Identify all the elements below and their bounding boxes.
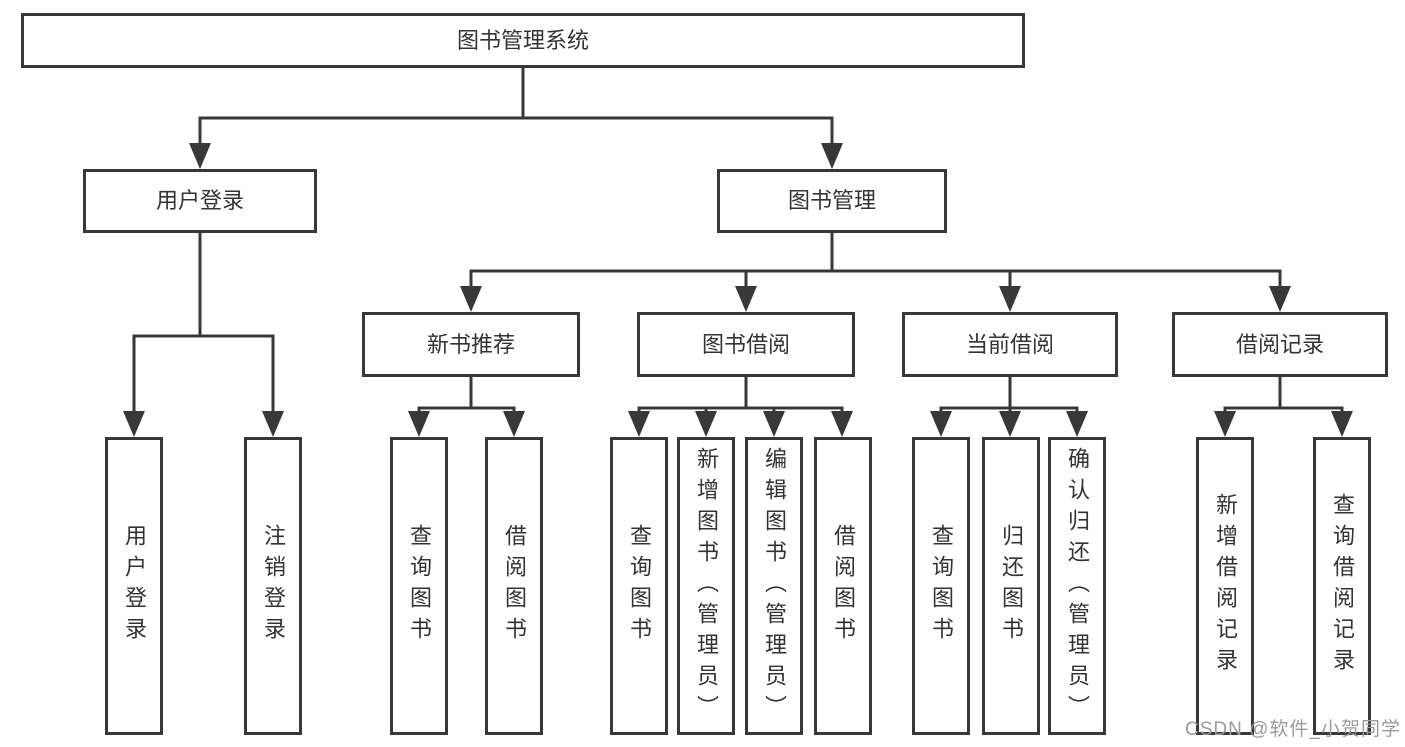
leaf-edit-books-admin: 编辑图书（管理员） xyxy=(745,437,803,735)
node-label: 新书推荐 xyxy=(426,331,515,357)
leaf-query-borrow-record: 查询借阅记录 xyxy=(1313,437,1371,735)
node-label: 当前借阅 xyxy=(965,331,1054,357)
leaf-borrow-books: 借阅图书 xyxy=(814,437,872,735)
node-label: 借阅图书 xyxy=(502,524,527,648)
node-label: 查询借阅记录 xyxy=(1330,493,1355,679)
node-book-management: 图书管理 xyxy=(717,169,947,233)
node-user-login: 用户登录 xyxy=(83,169,317,233)
leaf-add-books-admin: 新增图书（管理员） xyxy=(677,437,735,735)
node-label: 用户登录 xyxy=(155,188,244,213)
leaf-query-books-borrow: 查询图书 xyxy=(610,437,668,735)
leaf-add-borrow-record: 新增借阅记录 xyxy=(1196,437,1254,735)
node-label: 查询图书 xyxy=(407,524,432,648)
node-label: 图书管理 xyxy=(787,188,876,213)
leaf-confirm-return-admin: 确认归还（管理员） xyxy=(1048,437,1106,735)
leaf-user-login: 用户登录 xyxy=(105,437,163,735)
node-label: 确认归还（管理员） xyxy=(1065,446,1090,726)
node-library-management-system: 图书管理系统 xyxy=(21,13,1025,68)
leaf-logout: 注销登录 xyxy=(244,437,302,735)
node-label: 注销登录 xyxy=(261,524,286,648)
node-borrowing-records: 借阅记录 xyxy=(1172,312,1388,377)
node-label: 查询图书 xyxy=(929,524,954,648)
watermark: CSDN @软件_小贺同学 xyxy=(1185,719,1401,740)
node-book-borrowing: 图书借阅 xyxy=(637,312,855,377)
node-current-borrowing: 当前借阅 xyxy=(902,312,1118,377)
leaf-borrow-books-recommend: 借阅图书 xyxy=(485,437,543,735)
node-label: 新增借阅记录 xyxy=(1213,493,1238,679)
node-label: 归还图书 xyxy=(999,524,1024,648)
node-label: 新增图书（管理员） xyxy=(694,446,719,726)
node-label: 借阅记录 xyxy=(1235,331,1324,357)
leaf-query-books-current: 查询图书 xyxy=(912,437,970,735)
node-label: 编辑图书（管理员） xyxy=(762,446,787,726)
node-label: 借阅图书 xyxy=(831,524,856,648)
node-label: 用户登录 xyxy=(122,524,147,648)
leaf-return-books: 归还图书 xyxy=(982,437,1040,735)
node-new-book-recommendation: 新书推荐 xyxy=(362,312,580,377)
node-label: 图书管理系统 xyxy=(456,27,589,53)
node-label: 查询图书 xyxy=(627,524,652,648)
leaf-query-books-recommend: 查询图书 xyxy=(390,437,448,735)
node-label: 图书借阅 xyxy=(701,331,790,357)
